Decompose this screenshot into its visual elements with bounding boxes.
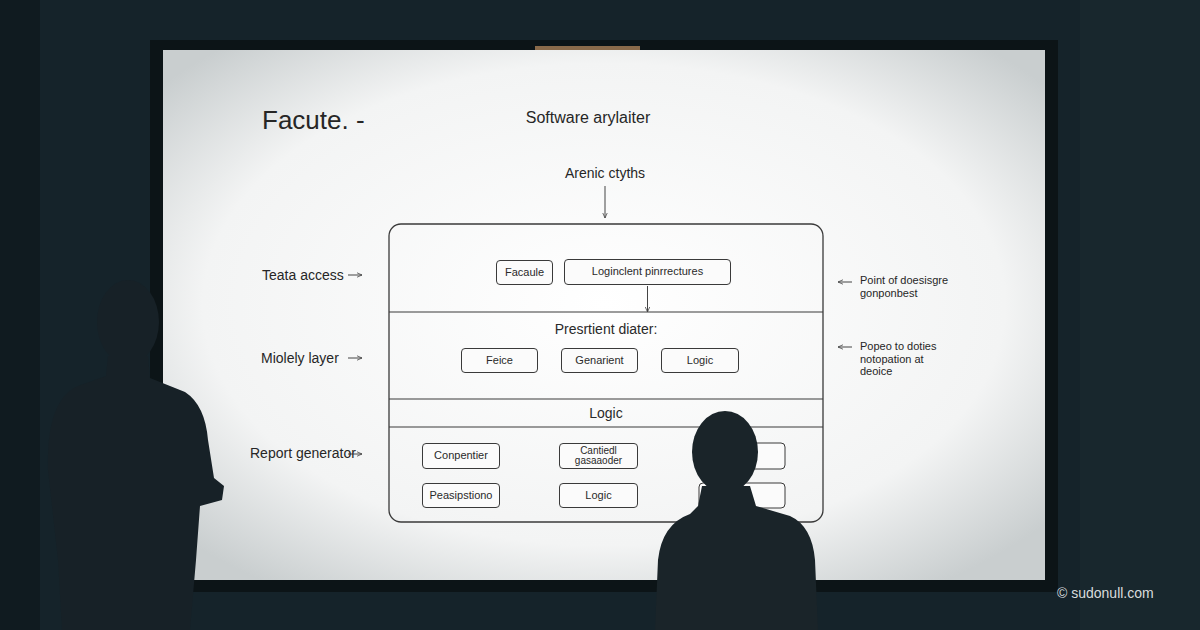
layer-band: Presrtient diater: Feice Genarient Logic [390, 313, 822, 399]
process-box: Conpentier [422, 443, 500, 469]
process-box: Genarient [561, 348, 638, 373]
hidden-box [699, 483, 785, 508]
diagram-title: Software arylaiter [526, 109, 651, 127]
flow-label: Arenic ctyths [565, 165, 645, 181]
screen [163, 50, 1045, 580]
box-text: Feice [486, 355, 513, 367]
layer-label: Miolely layer [261, 350, 339, 366]
box-text: Conpentier [434, 450, 488, 462]
box-text: Facaule [505, 267, 544, 279]
outer-container [389, 224, 823, 522]
screen-frame [150, 40, 1058, 592]
process-box: Loginclent pinrrectures [564, 259, 731, 285]
person-head [692, 411, 758, 493]
box-text: Loginclent pinrrectures [592, 266, 703, 278]
box-text: Logic [585, 490, 611, 502]
wall-panel [0, 0, 40, 630]
layer-label: Report generator [250, 445, 356, 461]
process-box: Feice [461, 348, 538, 373]
projector-strip [535, 46, 640, 50]
person-head [97, 280, 159, 364]
box-text: Cantiedl gasaaoder [562, 446, 635, 467]
process-box: Logic [661, 348, 739, 373]
side-note: Popeo to doties notopation at deoice [860, 340, 938, 378]
band-divider [389, 398, 823, 399]
process-box: Facaule [496, 260, 553, 285]
person-right [655, 411, 818, 630]
hidden-box [699, 443, 785, 469]
band-heading: Logic [390, 405, 822, 421]
screen-heading: Facute. - [262, 106, 365, 136]
watermark: © sudonull.com [1057, 585, 1154, 601]
flow-arrow [647, 286, 648, 312]
layer-band: Logic [390, 400, 822, 427]
leader-arrow [348, 358, 362, 359]
box-text: Genarient [575, 355, 623, 367]
process-box: Peasipstiono [422, 483, 500, 508]
process-box: Cantiedl gasaaoder [559, 443, 638, 469]
wall-panel [1080, 0, 1200, 630]
person-body [48, 356, 224, 630]
side-note: Point of doesisgre gonponbest [860, 274, 956, 299]
leader-arrow [348, 275, 362, 276]
layer-label: Teata access [262, 267, 344, 283]
band-heading: Presrtient diater: [390, 321, 822, 337]
band-divider [389, 311, 823, 312]
person-left [48, 280, 224, 630]
leader-arrow [605, 186, 606, 218]
band-divider [389, 426, 823, 427]
leader-arrow [838, 282, 852, 283]
leader-arrow [348, 454, 362, 455]
person-body [655, 486, 818, 630]
leader-arrow [838, 347, 852, 348]
box-text: Peasipstiono [430, 490, 493, 502]
box-text: Logic [687, 355, 713, 367]
process-box: Logic [559, 483, 638, 508]
